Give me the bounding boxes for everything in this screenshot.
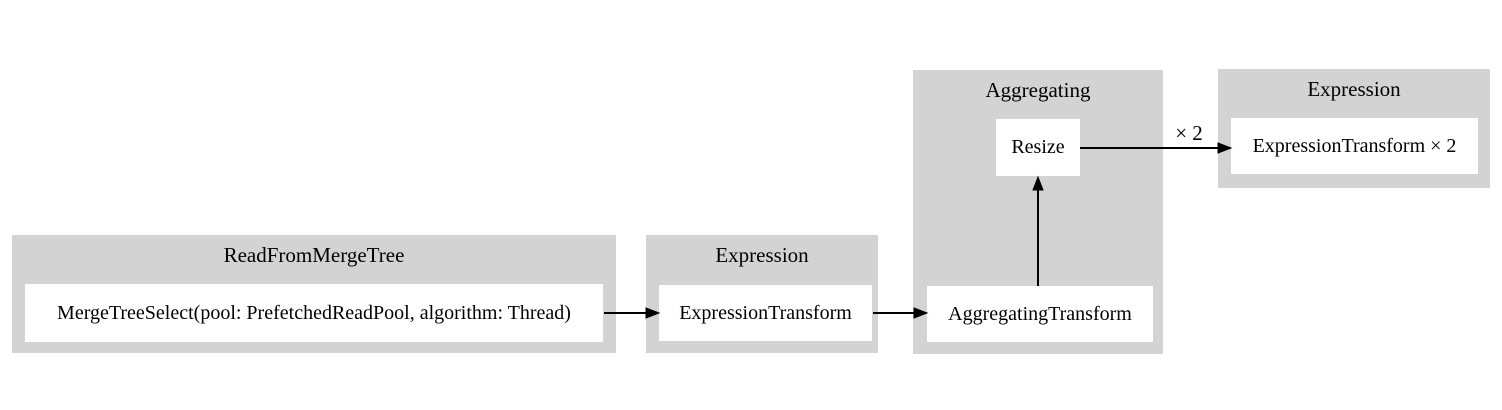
node-resize: Resize (996, 119, 1080, 176)
edge-multiplicity-label: × 2 (1175, 121, 1203, 145)
cluster-title-aggregating: Aggregating (985, 78, 1091, 102)
cluster-title-expression-2: Expression (1307, 77, 1401, 101)
cluster-title-read-from-merge-tree: ReadFromMergeTree (223, 243, 405, 267)
cluster-title-expression-1: Expression (715, 243, 809, 267)
node-expression-transform: ExpressionTransform (659, 285, 872, 341)
node-merge-tree-select: MergeTreeSelect(pool: PrefetchedReadPool… (25, 284, 603, 342)
node-expression-transform-x2: ExpressionTransform × 2 (1231, 118, 1478, 174)
node-aggregating-transform: AggregatingTransform (927, 286, 1153, 342)
